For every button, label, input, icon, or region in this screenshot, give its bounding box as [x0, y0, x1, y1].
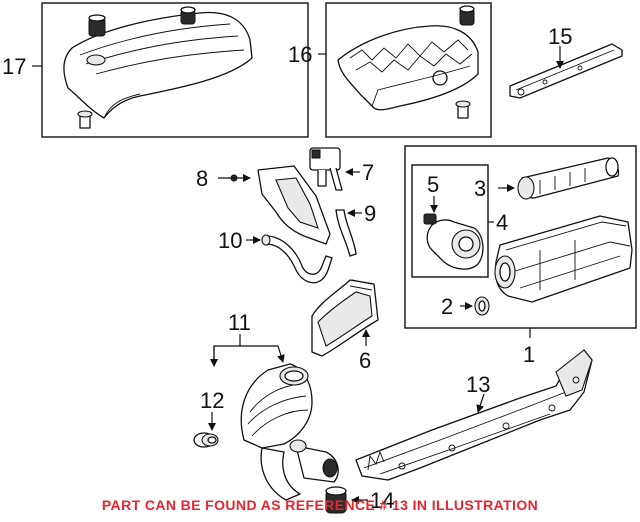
- callout-4: 4: [496, 210, 508, 235]
- resonator-group: 13 14: [325, 349, 593, 514]
- callout-16: 16: [288, 42, 312, 67]
- intake-hose: [240, 363, 339, 501]
- callout-2: 2: [441, 294, 453, 319]
- bracket-hose-group: 8 7 9 10: [196, 147, 376, 284]
- vacuum-hose-9: [335, 209, 357, 257]
- callout-7: 7: [362, 160, 374, 185]
- callout-13: 13: [466, 372, 490, 397]
- intake-duct-group: 6: [311, 279, 379, 373]
- vacuum-hose-10: [265, 235, 333, 284]
- cover-bolt: [77, 110, 93, 129]
- mass-air-sensor: [423, 213, 484, 270]
- intake-cover-drawing: [337, 25, 479, 111]
- intake-cover-box: [325, 2, 492, 138]
- callout-3: 3: [474, 176, 486, 201]
- callout-10: 10: [218, 228, 242, 253]
- callout-1: 1: [523, 342, 535, 367]
- sensor-subbox: [411, 164, 489, 278]
- engine-cover-box: [41, 2, 309, 138]
- intake-hose-group: 11 12: [193, 310, 339, 501]
- air-cleaner-box: [404, 145, 637, 329]
- cover-grommet-1: [88, 14, 106, 37]
- air-cleaner-housing: [494, 215, 633, 303]
- reference-note: PART CAN BE FOUND AS REFERENCE # 13 IN I…: [101, 497, 539, 513]
- rubber-grommet: [325, 486, 347, 514]
- trim-strip-group: 15: [509, 24, 623, 99]
- callout-14: 14: [370, 488, 394, 513]
- callout-6: 6: [359, 348, 371, 373]
- hose-clamp: [193, 432, 219, 448]
- callout-5: 5: [427, 172, 439, 197]
- callout-17: 17: [2, 54, 26, 79]
- pressure-sensor: [309, 147, 343, 191]
- intake-grommet: [459, 5, 475, 26]
- callout-12: 12: [200, 388, 224, 413]
- callout-8: 8: [196, 166, 208, 191]
- engine-cover-drawing: [63, 11, 253, 119]
- callout-11: 11: [228, 310, 251, 335]
- air-cleaner-group: 3 5 4 2 1: [404, 145, 637, 367]
- callout-15: 15: [548, 24, 572, 49]
- housing-grommet: [474, 296, 490, 316]
- engine-cover-group: 17: [2, 2, 309, 138]
- cover-grommet-2: [180, 6, 196, 25]
- callout-9: 9: [364, 201, 376, 226]
- resonator-bracket: [355, 349, 593, 481]
- filter-element: [517, 157, 620, 200]
- intake-bolt: [455, 100, 471, 119]
- intake-cover-group: 16: [288, 2, 492, 138]
